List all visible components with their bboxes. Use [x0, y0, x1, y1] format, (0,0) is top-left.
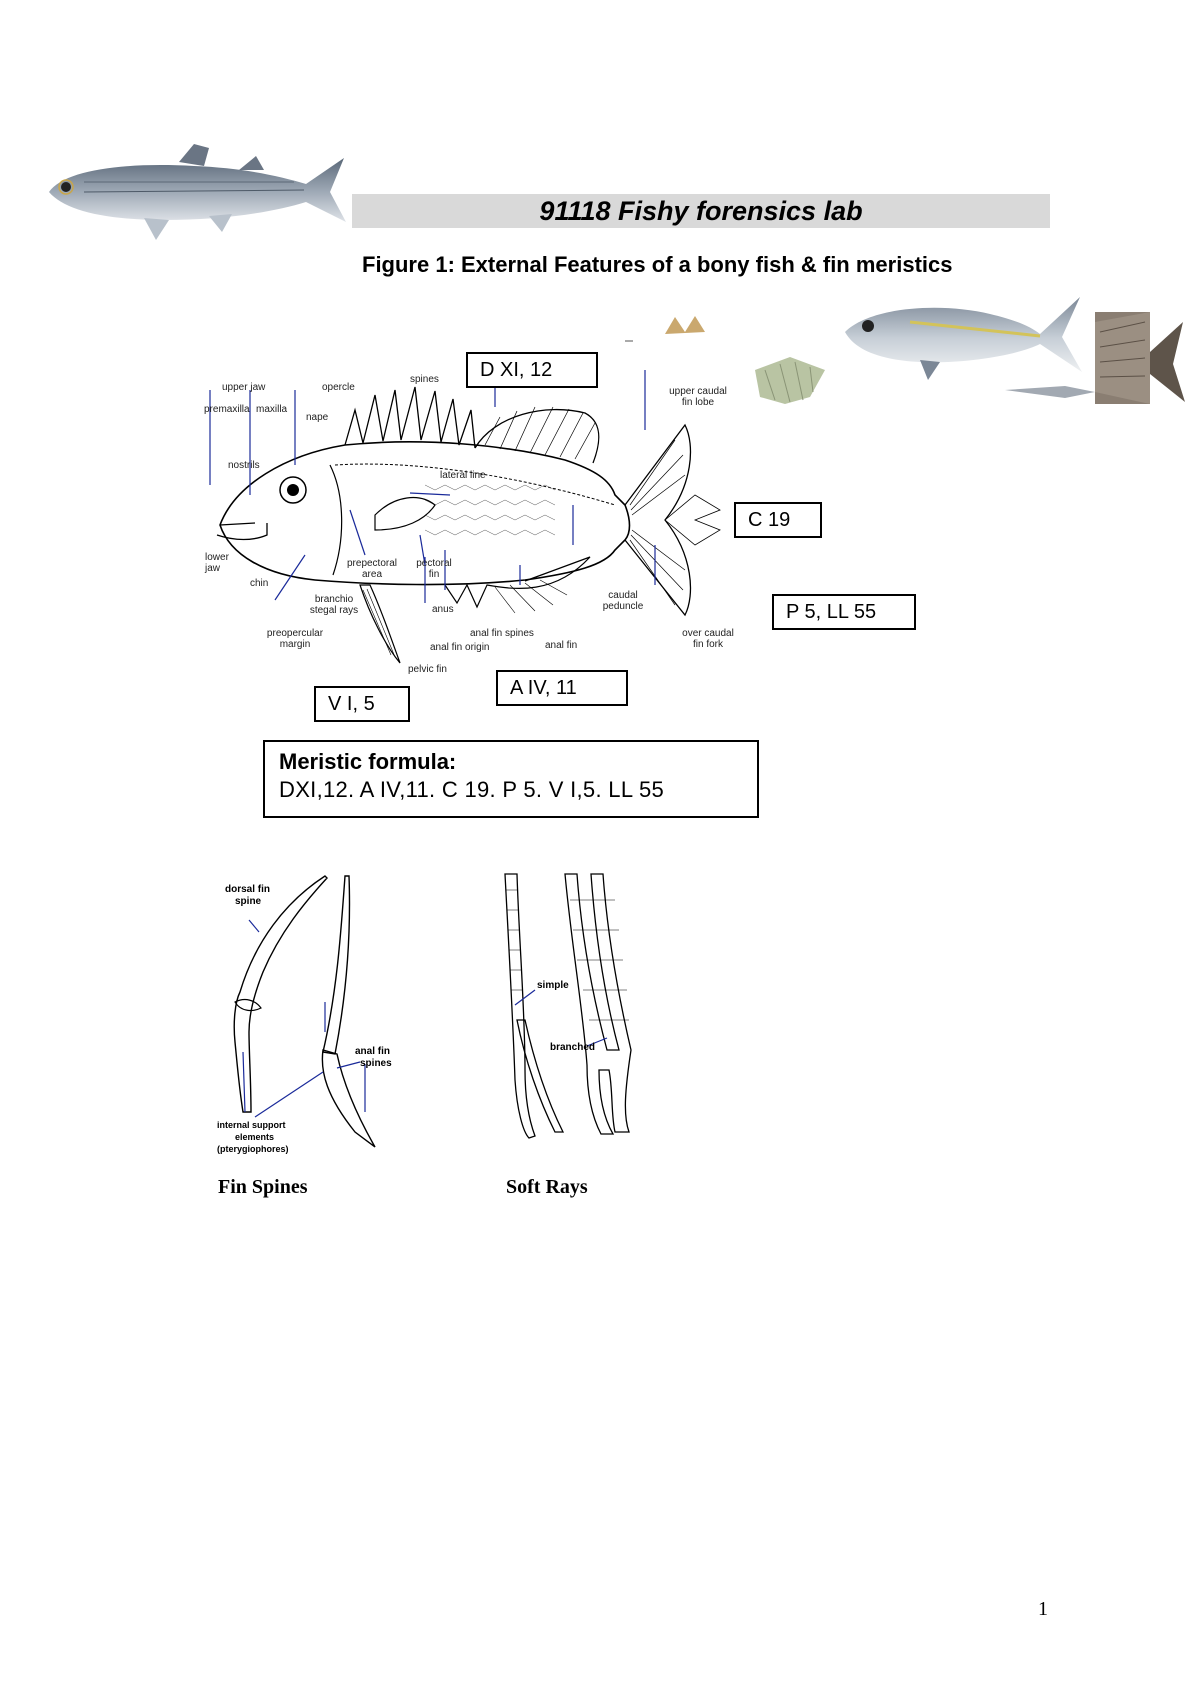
- dorsal-fin-count-box: D XI, 12: [466, 352, 598, 388]
- pelvic-fin: [359, 584, 401, 664]
- label-nostrils: nostrils: [228, 460, 260, 471]
- label-anal-fin: anal fin: [545, 640, 578, 651]
- label-caudal-peduncle: caudal peduncle: [602, 590, 644, 612]
- label-anal-fin-spines: anal fin spines: [470, 628, 534, 639]
- fish-eye: [279, 476, 307, 504]
- anal-fin: [444, 556, 591, 609]
- page-title: 91118 Fishy forensics lab: [539, 196, 863, 226]
- fish-anatomy-diagram: [209, 367, 721, 664]
- mullet-photo: [49, 144, 346, 240]
- fish-body: [219, 441, 631, 586]
- label-branched: branched: [550, 1042, 595, 1053]
- label-nape: nape: [306, 412, 329, 423]
- svg-text:spine: spine: [235, 896, 262, 907]
- partial-fish-photo: [625, 316, 825, 404]
- meristic-formula-text: DXI,12. A IV,11. C 19. P 5. V I,5. LL 55: [279, 777, 665, 802]
- label-pectoral-fin: pectoral fin: [416, 558, 452, 580]
- label-maxilla: maxilla: [256, 404, 288, 415]
- label-caudal-fork: over caudal fin fork: [682, 628, 734, 650]
- label-upper-caudal: upper caudal fin lobe: [669, 386, 727, 408]
- label-chin: chin: [250, 578, 269, 589]
- grunter-photo: [1005, 312, 1185, 404]
- page-number: 1: [1038, 1598, 1048, 1620]
- dorsal-spiny-fin: [344, 386, 476, 449]
- caudal-fin-count-box: C 19: [734, 502, 822, 538]
- title-bar-background: [352, 194, 1050, 228]
- caption-fin-spines: Fin Spines: [218, 1176, 308, 1198]
- svg-text:internal support: internal support: [217, 1120, 286, 1130]
- pelvic-fin-count-box: V I, 5: [314, 686, 410, 722]
- label-branchiostegal: branchio stegal rays: [309, 594, 359, 616]
- meristic-formula-title: Meristic formula:: [279, 749, 457, 774]
- label-preopercular: preopercular margin: [266, 628, 324, 650]
- anal-fin-count-box: A IV, 11: [496, 670, 628, 706]
- svg-text:anal fin: anal fin: [355, 1046, 390, 1057]
- label-spines: spines: [410, 374, 439, 385]
- label-prepectoral: prepectoral area: [346, 558, 398, 580]
- fin-spines-illustration: dorsal fin spine anal fin spines interna…: [217, 875, 392, 1154]
- label-operculum: opercle: [322, 382, 355, 393]
- meristic-formula-box: Meristic formula: DXI,12. A IV,11. C 19.…: [263, 740, 759, 818]
- figure-caption: Figure 1: External Features of a bony fi…: [362, 252, 953, 277]
- svg-text:(pterygiophores): (pterygiophores): [217, 1144, 289, 1154]
- trevally-photo: [845, 297, 1082, 380]
- label-lateral-line: lateral line: [440, 470, 486, 481]
- soft-rays-illustration: simple branched: [504, 873, 632, 1139]
- label-upper-jaw: upper jaw: [222, 382, 266, 393]
- label-dorsal-spine: dorsal fin: [225, 884, 270, 895]
- caption-soft-rays: Soft Rays: [506, 1176, 588, 1198]
- label-anal-fin-origin: anal fin origin: [430, 642, 490, 653]
- svg-text:spines: spines: [360, 1058, 392, 1069]
- dorsal-soft-fin: [474, 408, 600, 464]
- label-lower-jaw: lower jaw: [205, 552, 229, 574]
- label-premaxilla: premaxilla: [204, 404, 250, 415]
- label-simple: simple: [537, 980, 569, 991]
- svg-text:elements: elements: [235, 1132, 274, 1142]
- pectoral-fin: [374, 497, 436, 531]
- pectoral-lateral-line-box: P 5, LL 55: [772, 594, 916, 630]
- label-pelvic-fin: pelvic fin: [408, 664, 447, 675]
- caudal-fin: [624, 423, 692, 617]
- label-anus: anus: [432, 604, 454, 615]
